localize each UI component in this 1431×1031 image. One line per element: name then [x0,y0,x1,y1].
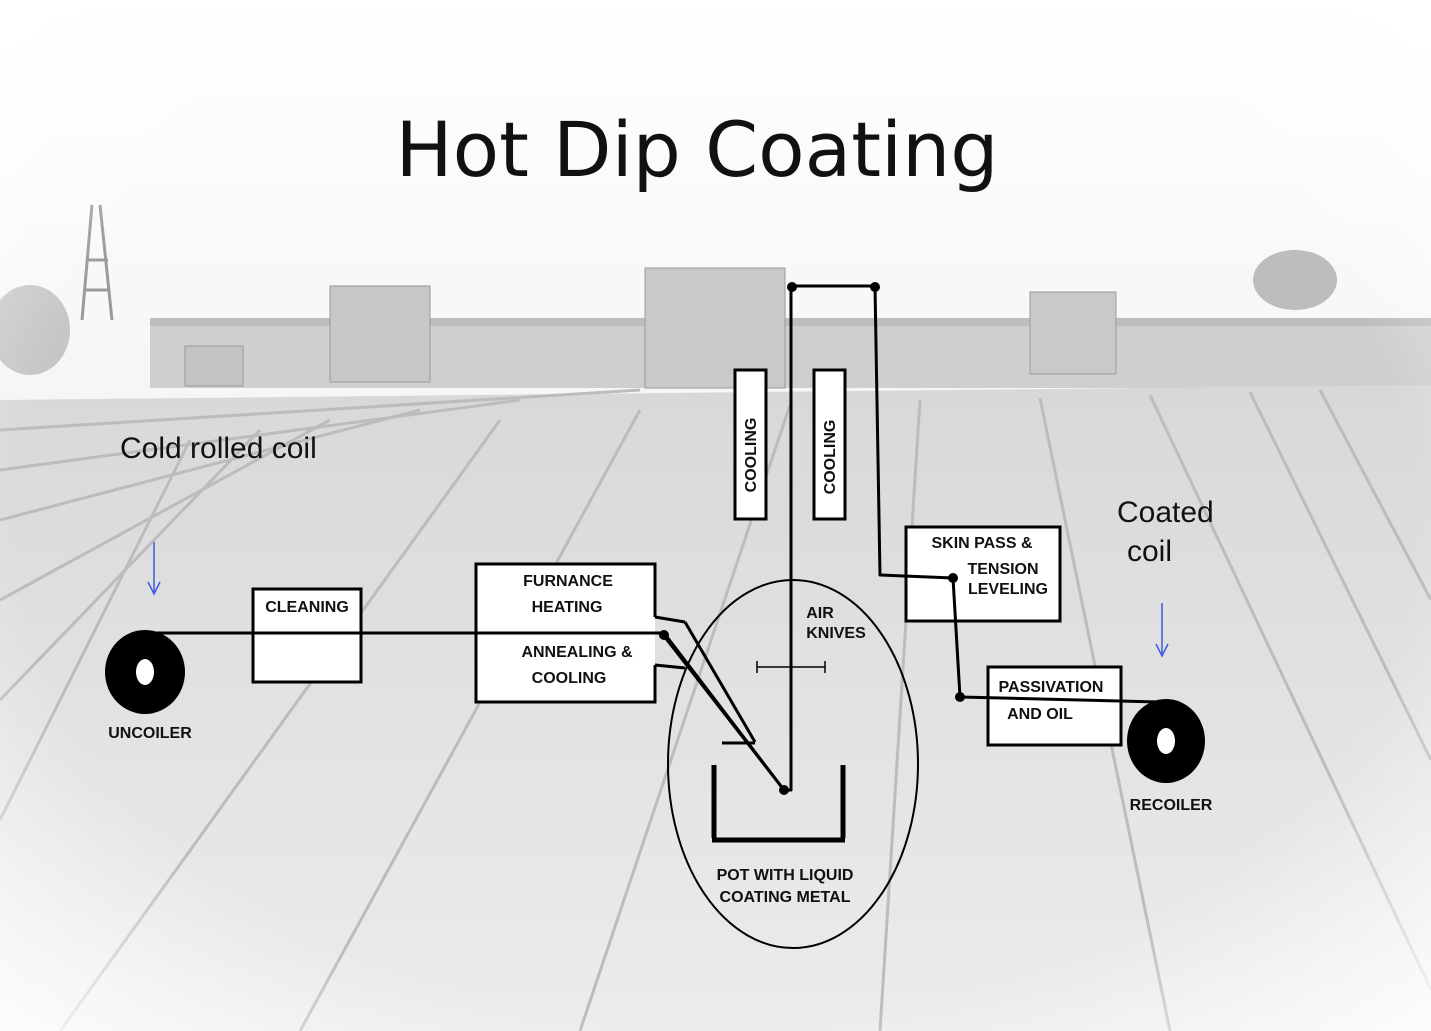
pot-label-line2: COATING METAL [720,889,851,906]
recoiler [1127,699,1205,783]
steel-strip-path [145,284,1161,792]
cooling-label-1: COOLING [743,418,760,493]
coating-zone-ellipse [667,579,919,949]
passivation-label-line2: AND OIL [1007,706,1073,723]
cleaning-box [251,587,363,684]
coated-coil-label-line2: coil [1127,535,1172,568]
arrow-down-icon-left [147,542,161,596]
cleaning-label: CLEANING [265,599,349,616]
skin-pass-label-line2: TENSION [967,561,1038,578]
cooling-label-2: COOLING [822,420,839,495]
uncoiler-label: UNCOILER [108,725,192,742]
skin-pass-label-line1: SKIN PASS & [931,535,1033,552]
cooling-box-1 [733,368,768,521]
annealing-label-line2: COOLING [532,670,607,687]
annealing-label-line1: ANNEALING & [521,644,633,661]
coating-pot [711,765,846,843]
cooling-box-2 [812,368,847,521]
coated-coil-label-line1: Coated [1117,496,1214,529]
furnace-label-line1: FURNANCE [523,573,613,590]
page-title: Hot Dip Coating [395,105,998,194]
pot-label-line1: POT WITH LIQUID [717,867,854,884]
air-knives-label-line1: AIR [806,605,834,622]
skin-pass-box [904,525,1062,623]
furnace-label-line2: HEATING [532,599,603,616]
passivation-box [986,665,1123,747]
cold-rolled-coil-label: Cold rolled coil [120,432,317,465]
passivation-label-line1: PASSIVATION [999,679,1104,696]
arrow-down-icon-right [1155,603,1169,658]
skin-pass-label-line3: LEVELING [968,581,1048,598]
uncoiler [105,630,185,714]
strip-rollers [659,282,965,795]
recoiler-label: RECOILER [1130,797,1213,814]
air-knives-label-line2: KNIVES [806,625,866,642]
